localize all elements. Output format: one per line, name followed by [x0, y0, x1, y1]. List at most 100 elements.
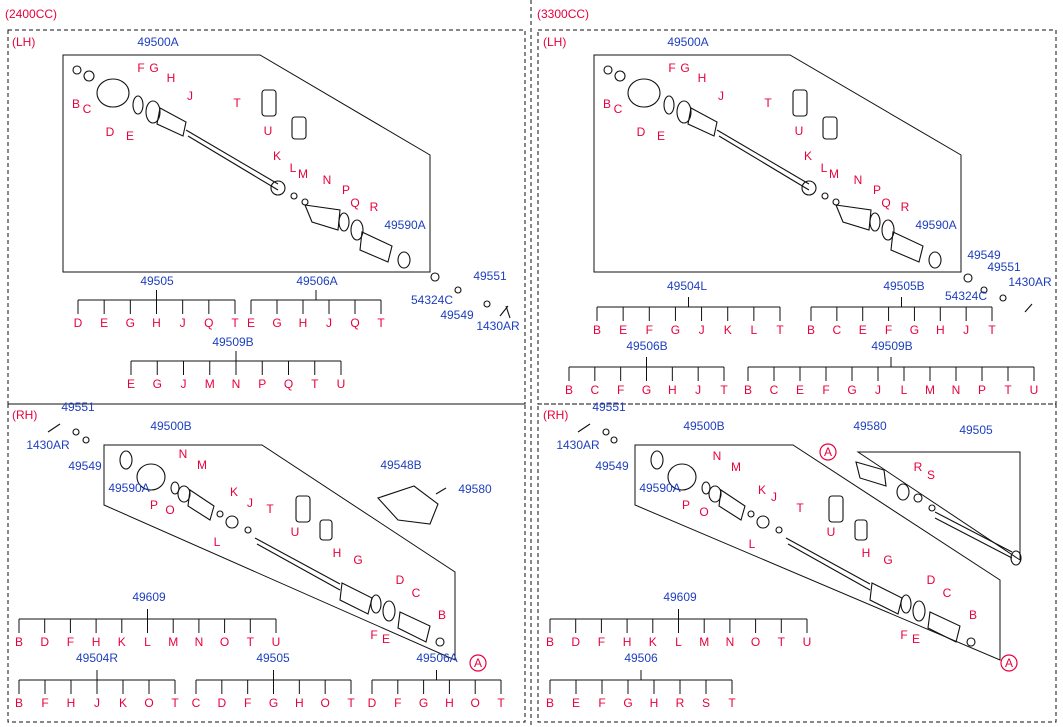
- kit-tree-letter: E: [100, 316, 108, 330]
- marker-a-left-label: A: [474, 656, 482, 670]
- kit-tree-letter: C: [192, 696, 201, 710]
- label-p1_49506A: 49506A: [296, 274, 337, 288]
- label-p2_E: E: [657, 129, 665, 143]
- kit-tree-letter: H: [152, 316, 161, 330]
- label-p4_1430AR: 1430AR: [556, 438, 600, 452]
- kit-tree-letter: J: [326, 316, 332, 330]
- label-p1_E: E: [126, 129, 134, 143]
- label-p3_E: E: [382, 632, 390, 646]
- label-p3_T: T: [266, 502, 274, 516]
- marker-a-top-label: A: [824, 445, 832, 459]
- kit-tree-letter: F: [41, 696, 48, 710]
- label-p1_49509B: 49509B: [212, 335, 253, 349]
- label-p2_D: D: [637, 125, 646, 139]
- kit-tree-letter: B: [546, 696, 554, 710]
- label-p2_U: U: [795, 124, 804, 138]
- label-p3_L: L: [214, 535, 221, 549]
- kit-tree-letter: E: [619, 323, 627, 337]
- kit-tree-letter: H: [299, 316, 308, 330]
- kit-tree-letter: J: [699, 323, 705, 337]
- kit-tree-letter: G: [642, 383, 651, 397]
- kit-tree-letter: E: [859, 323, 867, 337]
- lh-assembly-right: [593, 54, 1033, 313]
- panel-lh-2400-frame: [7, 29, 526, 405]
- kit-tree-letter: E: [127, 377, 135, 391]
- kit-tree-letter: T: [347, 696, 355, 710]
- label-p1_C: C: [83, 102, 92, 116]
- kit-tree-letter: P: [978, 383, 986, 397]
- section-rh-right: (RH): [543, 408, 568, 422]
- label-p4_49590A: 49590A: [639, 481, 680, 495]
- kit-tree-letter: F: [617, 383, 624, 397]
- kit-tree-letter: G: [269, 696, 278, 710]
- label-p4_M: M: [731, 460, 741, 474]
- label-p2_49505B: 49505B: [883, 279, 924, 293]
- label-p4_49506: 49506: [624, 651, 658, 665]
- kit-tree-letter: F: [244, 696, 251, 710]
- kit-tree-letter: J: [180, 316, 186, 330]
- label-p1_R: R: [370, 200, 379, 214]
- kit-tree-letter: F: [67, 635, 74, 649]
- label-p1_U: U: [264, 124, 273, 138]
- kit-tree-letter: H: [936, 323, 945, 337]
- kit-tree-letter: B: [15, 696, 23, 710]
- kit-tree-letter: D: [368, 696, 377, 710]
- kit-tree-letter: T: [497, 696, 505, 710]
- label-p1_K: K: [273, 149, 281, 163]
- label-p3_F: F: [370, 628, 377, 642]
- label-p4_G: G: [883, 553, 892, 567]
- label-p2_R: R: [901, 200, 910, 214]
- kit-tree-letter: H: [445, 696, 454, 710]
- label-p2_J: J: [718, 89, 724, 103]
- kit-tree-letter: H: [67, 696, 76, 710]
- kit-tree-letter: R: [676, 696, 685, 710]
- marker-a-top: A: [819, 443, 837, 461]
- label-p4_B: B: [969, 608, 977, 622]
- label-p3_U: U: [291, 525, 300, 539]
- label-p2_1430AR: 1430AR: [1008, 275, 1052, 289]
- kit-tree-letter: T: [776, 323, 784, 337]
- label-p1_49505: 49505: [140, 274, 174, 288]
- label-p4_49500B: 49500B: [683, 419, 724, 433]
- kit-tree-letter: F: [822, 383, 829, 397]
- label-p2_G: G: [680, 61, 689, 75]
- label-p2_Q: Q: [881, 196, 890, 210]
- label-p2_C: C: [614, 102, 623, 116]
- kit-tree-letter: T: [247, 635, 255, 649]
- label-p4_U: U: [827, 525, 836, 539]
- label-p1_G: G: [149, 61, 158, 75]
- label-p4_49609: 49609: [663, 590, 697, 604]
- label-p1_H: H: [167, 71, 176, 85]
- label-p2_T: T: [764, 96, 772, 110]
- section-rh-left: (RH): [12, 408, 37, 422]
- label-p3_C: C: [412, 586, 421, 600]
- label-p1_Q: Q: [350, 196, 359, 210]
- kit-tree-letter: U: [1030, 383, 1039, 397]
- kit-tree-letter: K: [649, 635, 657, 649]
- label-p3_49549: 49549: [68, 459, 102, 473]
- panel-lh-3300-frame: [537, 29, 1057, 405]
- kit-tree-letter: K: [119, 696, 127, 710]
- label-p1_J: J: [187, 89, 193, 103]
- kit-tree-letter: T: [377, 316, 385, 330]
- kit-tree-letter: B: [593, 323, 601, 337]
- kit-tree-letter: F: [885, 323, 892, 337]
- label-p3_49504R: 49504R: [76, 651, 118, 665]
- kit-tree-letter: J: [875, 383, 881, 397]
- kit-tree-letter: M: [699, 635, 709, 649]
- label-p2_P: P: [873, 183, 881, 197]
- marker-a-left: A: [469, 654, 487, 672]
- kit-tree-letter: H: [650, 696, 659, 710]
- label-p3_49506A: 49506A: [416, 651, 457, 665]
- kit-tree-letter: C: [590, 383, 599, 397]
- label-p3_B: B: [438, 608, 446, 622]
- kit-tree-letter: E: [796, 383, 804, 397]
